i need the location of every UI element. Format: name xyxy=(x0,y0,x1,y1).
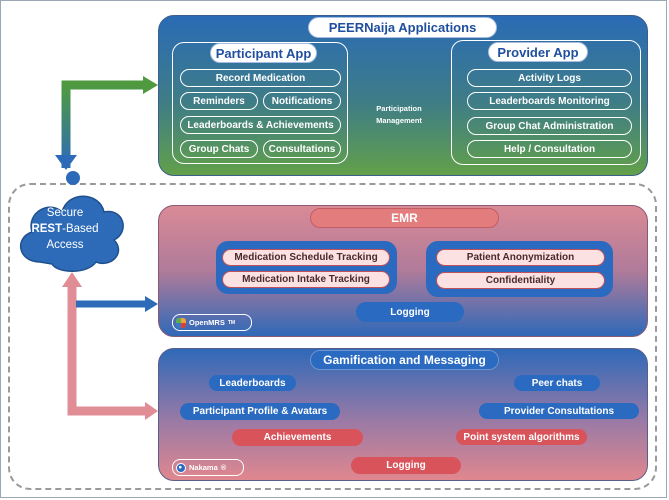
medication-intake-tracking: Medication Intake Tracking xyxy=(222,271,390,288)
secure-rest-access-label: Secure REST-Based Access xyxy=(19,205,111,253)
leaderboards-monitoring-item: Leaderboards Monitoring xyxy=(467,92,632,110)
peer-link-arrowhead-down xyxy=(55,155,77,170)
backend-boundary xyxy=(8,183,657,490)
emr-logging: Logging xyxy=(356,302,464,322)
emr-link-arrowhead xyxy=(145,296,158,312)
cloud-line2-rest: -Based xyxy=(62,223,99,235)
group-chats-item: Group Chats xyxy=(180,140,258,158)
participation-label-line2: Management xyxy=(376,116,422,125)
openmrs-trademark: TM xyxy=(227,319,236,326)
openmrs-logo-icon xyxy=(176,317,186,328)
gamification-title: Gamification and Messaging xyxy=(310,350,499,370)
gam-peer-chats: Peer chats xyxy=(514,375,600,391)
confidentiality: Confidentiality xyxy=(436,272,605,289)
help-consultation-item: Help / Consultation xyxy=(467,140,632,158)
medication-schedule-tracking: Medication Schedule Tracking xyxy=(222,249,390,266)
gam-logging: Logging xyxy=(351,457,461,474)
nakama-logo-icon xyxy=(176,462,186,473)
backend-link-arrowhead-up xyxy=(62,272,82,287)
cloud-icon xyxy=(19,171,124,272)
emr-title: EMR xyxy=(310,208,499,228)
peer-link-arrow xyxy=(61,80,145,168)
participation-management-label: Participation Management xyxy=(358,103,440,127)
gam-link-arrowhead xyxy=(145,402,158,420)
gam-point-system: Point system algorithms xyxy=(456,429,587,445)
openmrs-badge: OpenMRS TM xyxy=(172,314,252,331)
activity-logs-item: Activity Logs xyxy=(467,69,632,87)
consultations-item: Consultations xyxy=(263,140,341,158)
provider-app-group xyxy=(451,40,641,165)
provider-app-title: Provider App xyxy=(488,42,588,62)
reminders-item: Reminders xyxy=(180,92,258,110)
participation-label-line1: Participation xyxy=(376,104,422,113)
notifications-item: Notifications xyxy=(263,92,341,110)
group-chat-admin-item: Group Chat Administration xyxy=(467,117,632,135)
nakama-registered-mark: ® xyxy=(220,463,227,472)
peer-link-arrowhead-right xyxy=(143,76,158,94)
gam-achievements: Achievements xyxy=(232,429,363,446)
gam-leaderboards: Leaderboards xyxy=(209,375,296,391)
gam-participant-profile: Participant Profile & Avatars xyxy=(180,403,340,420)
patient-anonymization: Patient Anonymization xyxy=(436,249,605,266)
peernaija-title: PEERNaija Applications xyxy=(308,17,497,38)
record-medication-item: Record Medication xyxy=(180,69,341,87)
gam-provider-consultations: Provider Consultations xyxy=(479,403,639,419)
peernaija-panel xyxy=(158,15,648,176)
leaderboards-achievements-item: Leaderboards & Achievements xyxy=(180,116,341,134)
cloud-line2-bold: REST xyxy=(31,223,63,235)
cloud-line3: Access xyxy=(46,239,84,251)
participant-app-title: Participant App xyxy=(210,43,317,63)
participant-app-group xyxy=(172,42,348,164)
nakama-badge: Nakama ® xyxy=(172,459,244,476)
backend-link-arrow xyxy=(67,285,147,416)
openmrs-label: OpenMRS xyxy=(189,318,225,327)
nakama-label: Nakama xyxy=(189,463,218,472)
cloud-line1: Secure xyxy=(46,207,84,219)
